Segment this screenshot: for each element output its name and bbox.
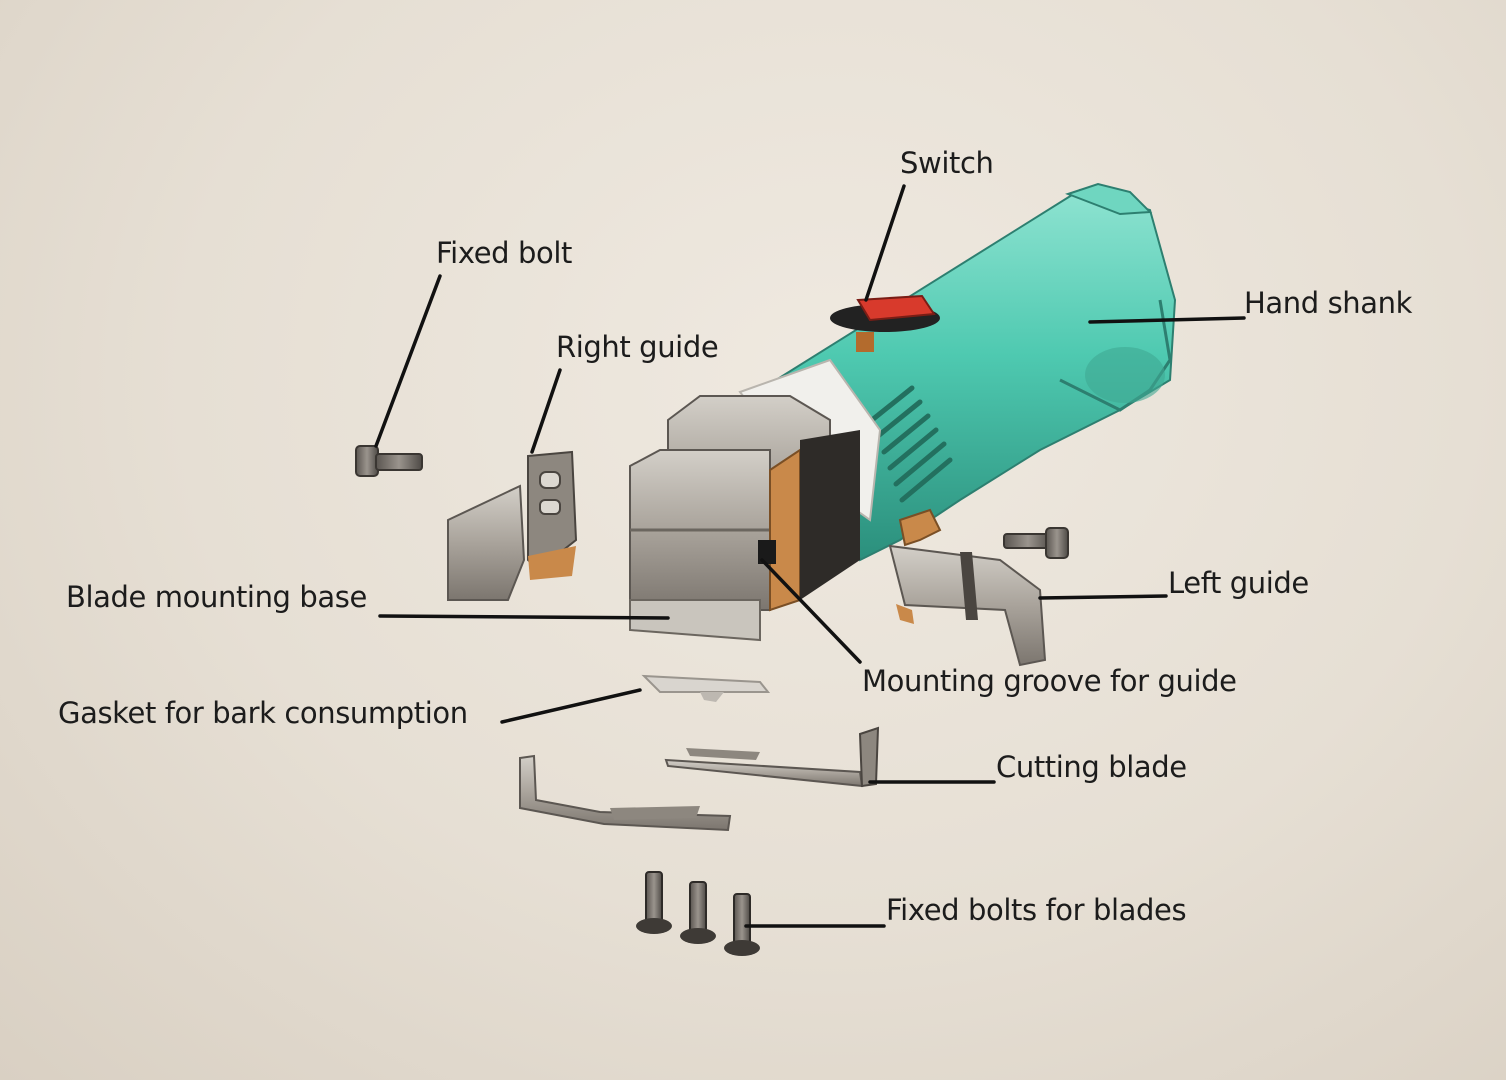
gasket-part [641,674,771,702]
label-hand-shank: Hand shank [1244,286,1413,320]
cutting-blade-part [519,726,880,832]
vent-slots [869,385,953,503]
label-fixed-bolt: Fixed bolt [436,236,572,270]
leader-fixed-bolt [374,274,442,448]
leader-left-guide [1038,594,1168,600]
blade-mounting-base-part [629,395,860,642]
label-blade-mounting-base: Blade mounting base [66,580,367,614]
label-fixed-bolts-for-blades: Fixed bolts for blades [886,893,1187,927]
switch-part [830,294,940,352]
label-left-guide: Left guide [1168,566,1309,600]
leader-right-guide [530,368,562,454]
leader-switch [864,184,906,302]
right-guide-part [447,450,578,601]
label-switch: Switch [900,146,994,180]
blade-bolts-part [636,871,760,956]
leader-hand-shank [1088,316,1246,324]
left-guide-part [888,508,1047,667]
label-mounting-groove: Mounting groove for guide [862,664,1237,698]
fixed-bolt-part [355,445,423,477]
label-right-guide: Right guide [556,330,719,364]
label-cutting-blade: Cutting blade [996,750,1187,784]
leader-lines [374,184,1246,928]
guide-bolt-part [1003,527,1069,559]
leader-gasket [500,688,642,724]
leader-groove [760,558,862,664]
label-gasket: Gasket for bark consumption [58,696,468,730]
leader-blade-base [378,614,670,620]
